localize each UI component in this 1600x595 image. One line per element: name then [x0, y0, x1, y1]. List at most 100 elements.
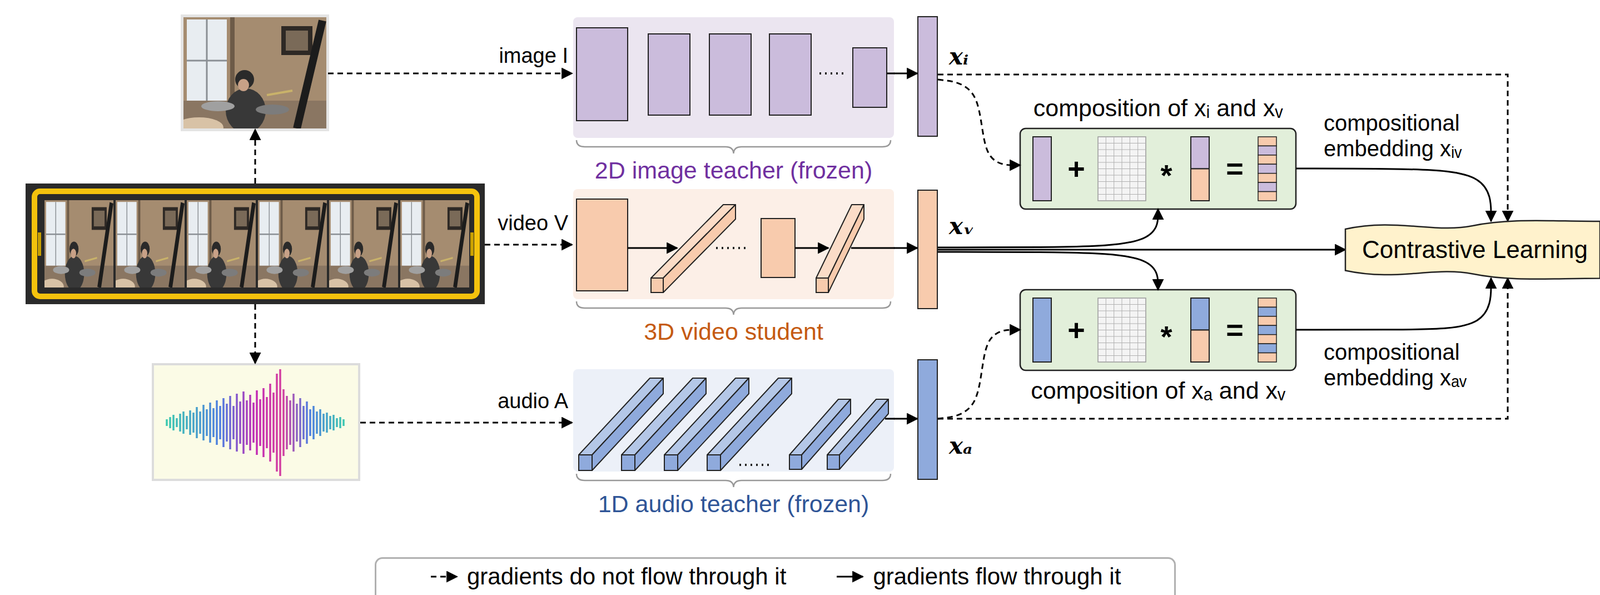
text-holder: 1D audio teacher (frozen)	[598, 490, 870, 518]
conv-block	[648, 33, 690, 116]
flow-arrow	[937, 329, 1021, 419]
brace	[576, 140, 891, 154]
mixed-bar	[1258, 325, 1277, 335]
conv-block	[576, 199, 628, 291]
text-holder: *	[1160, 319, 1172, 354]
flow-arrow	[1295, 277, 1492, 330]
video-frame	[324, 200, 399, 295]
input-arrow	[360, 421, 573, 424]
text-holder: composition of xᵢ and xᵥ	[1033, 94, 1283, 122]
flow-stub	[885, 418, 895, 420]
clip-handle	[37, 232, 42, 256]
edge-label: compositional embedding xᵢᵥ	[1321, 110, 1483, 162]
panel-fill	[573, 17, 894, 138]
legend-box: gradients do not flow through it gradient…	[374, 557, 1176, 595]
model-label: 3D video student	[643, 317, 824, 346]
mixed-bar	[1258, 191, 1277, 201]
mixed-bar	[1258, 316, 1277, 326]
text-holder: audio A	[497, 389, 569, 414]
video-frame	[111, 200, 185, 295]
composition-box	[1020, 128, 1296, 210]
operator-symbol: +	[1067, 151, 1086, 186]
mixed-bar	[1258, 136, 1277, 146]
conv-block	[576, 27, 628, 121]
embedding-bar: xᵥ	[917, 189, 938, 310]
conv-block	[709, 33, 752, 116]
text-holder: 2D image teacher (frozen)	[594, 156, 873, 185]
embedding-bar	[1032, 136, 1052, 201]
legend-sample	[429, 569, 461, 584]
text-holder: =	[1225, 312, 1244, 347]
panel-fill	[573, 189, 894, 300]
student-panel: 3D video student	[573, 189, 894, 300]
conv-block	[769, 33, 812, 116]
box-heading: composition of xₐ and xᵥ	[1030, 376, 1286, 405]
mixed-bar	[1258, 145, 1277, 155]
mixed-bar	[1258, 182, 1277, 192]
slab-front	[651, 277, 664, 293]
embedding-bar	[1190, 330, 1210, 363]
slab-side	[839, 399, 889, 470]
flow-arrow	[893, 418, 918, 420]
flow-arrow	[794, 247, 829, 250]
edge-label: compositional embedding xₐᵥ	[1321, 339, 1483, 391]
text-holder: compositional embedding xₐᵥ	[1321, 339, 1483, 391]
legend-text: gradients do not flow through it	[466, 563, 787, 590]
text-holder: xᵢ	[948, 43, 969, 71]
text-holder: +	[1067, 312, 1086, 347]
operator-symbol: =	[1225, 151, 1244, 186]
slab-side	[663, 204, 736, 293]
conv-block	[852, 47, 887, 108]
embedding-symbol: xᵥ	[948, 212, 975, 240]
flow-arrow	[937, 249, 1346, 251]
slab-side	[720, 378, 792, 471]
text-holder: 3D video student	[643, 317, 824, 346]
flow-arrow	[1295, 168, 1492, 222]
flow-arrow	[937, 209, 1159, 248]
embedding-symbol: xₐ	[948, 432, 973, 460]
text-holder: video V	[497, 211, 569, 236]
slab-top	[651, 204, 736, 278]
input-arrow	[254, 304, 257, 364]
slab-front	[707, 454, 721, 471]
loss-banner: Contrastive Learning	[1345, 221, 1600, 279]
embedding-bar	[1190, 169, 1210, 202]
panel-fill	[573, 369, 894, 472]
video-frame	[395, 200, 470, 295]
waveform-card	[152, 364, 360, 480]
slab-front	[664, 454, 678, 471]
input-arrow	[254, 129, 257, 184]
conv-block	[761, 218, 795, 278]
slab-front	[578, 454, 593, 471]
text-holder: compositional embedding xᵢᵥ	[1321, 110, 1483, 162]
embedding-bar	[1032, 297, 1052, 362]
mixed-bar	[1258, 155, 1277, 165]
legend-text: gradients flow through it	[872, 563, 1121, 590]
input-arrow	[484, 244, 573, 246]
legend-item: gradients do not flow through it	[429, 563, 787, 590]
slab-front	[827, 454, 840, 470]
text-holder: image I	[498, 43, 569, 69]
composition-box: composition of xᵢ and xᵥ+*=	[1020, 128, 1296, 210]
embedding-bar	[1190, 136, 1210, 170]
flow-arrow	[893, 247, 918, 250]
ellipsis-dots	[716, 246, 746, 250]
operator-symbol: +	[1067, 312, 1086, 347]
operator-symbol: =	[1225, 312, 1244, 347]
brace	[576, 473, 891, 488]
text-holder: +	[1067, 151, 1086, 186]
mixed-bar	[1258, 334, 1277, 344]
flow-arrow	[893, 72, 918, 75]
video-frame	[182, 200, 256, 295]
embedding-bar	[1190, 297, 1210, 331]
legend-item: gradients flow through it	[835, 563, 1121, 590]
slab-front	[789, 454, 802, 470]
mixed-bar	[1258, 306, 1277, 316]
mixed-bar	[1258, 343, 1277, 353]
ellipsis-dots	[819, 72, 844, 75]
slab-top	[707, 378, 792, 455]
input-label: audio A	[497, 389, 569, 414]
input-label: image I	[498, 43, 569, 69]
